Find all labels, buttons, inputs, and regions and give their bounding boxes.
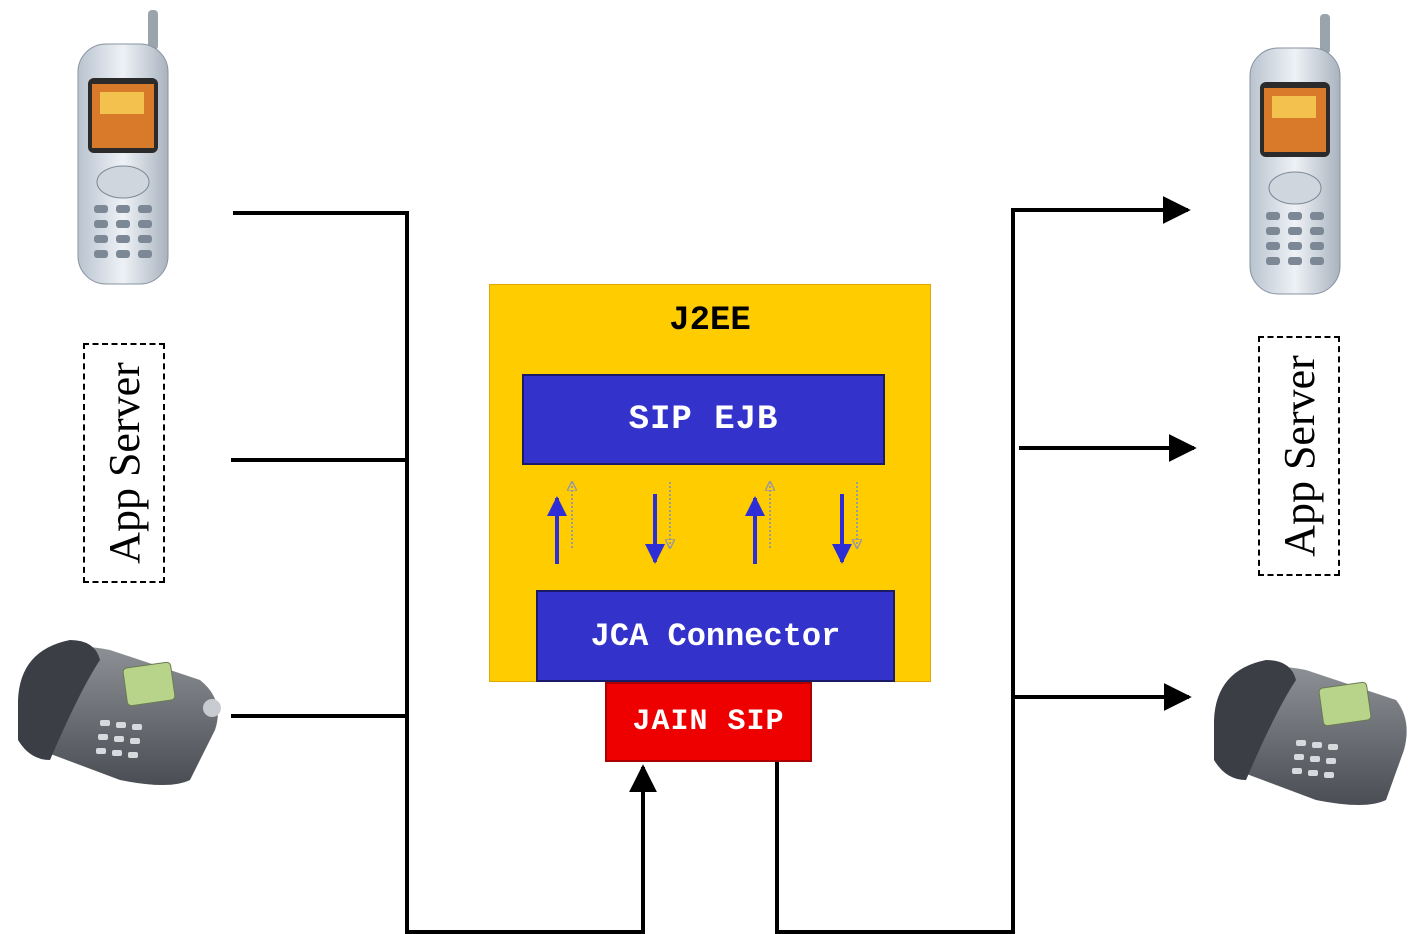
jain-sip-box: JAIN SIP bbox=[605, 682, 812, 762]
jca-connector-box: JCA Connector bbox=[536, 590, 895, 682]
left-app-server-label: App Server bbox=[83, 343, 165, 583]
ejb-jca-arrows bbox=[489, 466, 931, 590]
up-arrow-icon bbox=[557, 482, 572, 564]
mobile-phone-icon bbox=[1250, 14, 1340, 294]
right-app-server-label: App Server bbox=[1258, 336, 1340, 576]
desk-phone-icon bbox=[18, 640, 221, 785]
up-arrow-icon bbox=[755, 482, 770, 564]
mobile-phone-icon bbox=[78, 10, 168, 284]
jain-sip-label: JAIN SIP bbox=[632, 705, 784, 739]
j2ee-label: J2EE bbox=[489, 302, 931, 340]
desk-phone-icon bbox=[1214, 660, 1407, 805]
sip-ejb-label: SIP EJB bbox=[629, 401, 779, 439]
jca-connector-label: JCA Connector bbox=[591, 618, 841, 655]
down-arrow-icon bbox=[655, 482, 670, 562]
down-arrow-icon bbox=[842, 482, 857, 562]
sip-ejb-box: SIP EJB bbox=[522, 374, 885, 465]
